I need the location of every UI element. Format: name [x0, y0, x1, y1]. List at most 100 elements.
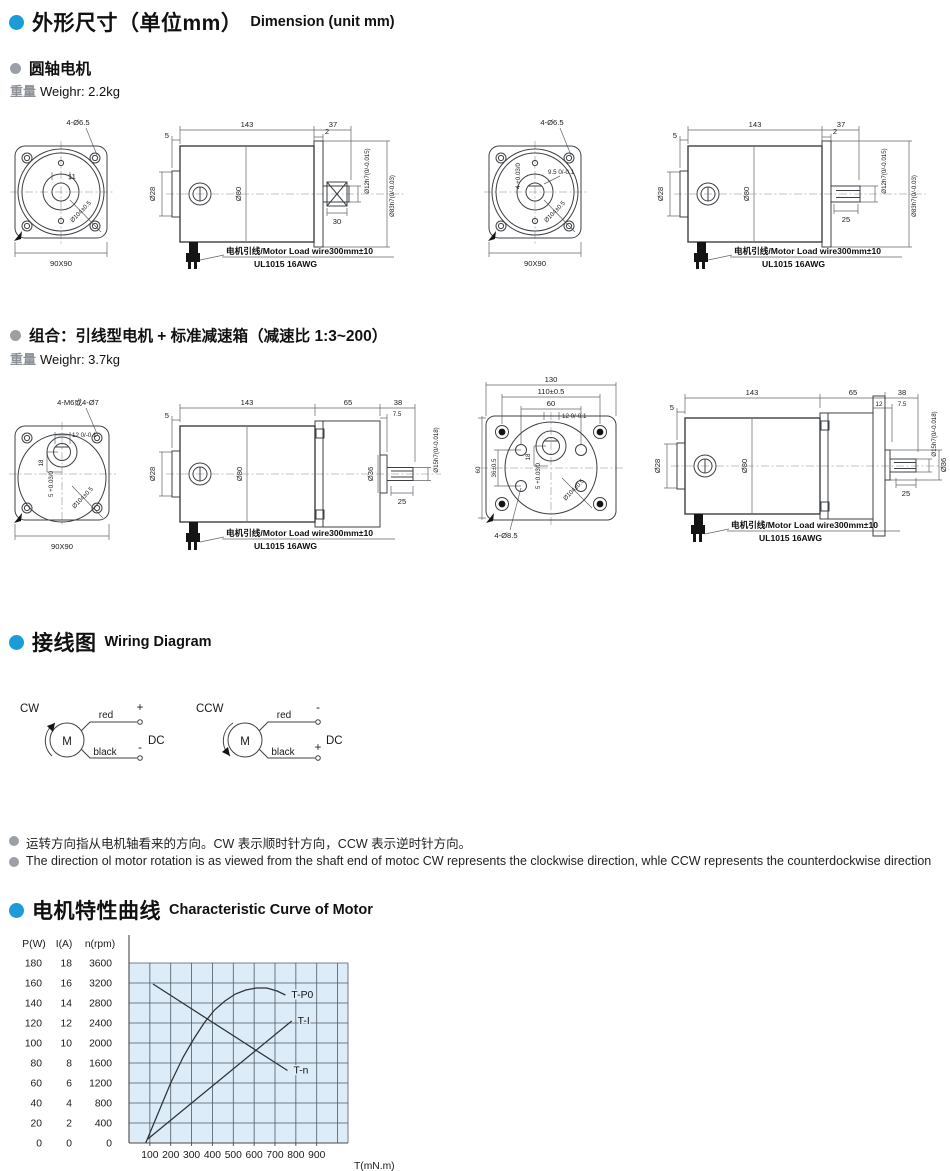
drawing-motor2-side: 143 37 5 2 Ø28 Ø80 25 Ø12h7(0/-0.015) Ø8…	[656, 120, 926, 269]
ccw-black-wire-label: black	[271, 747, 295, 758]
dim-key-5: 5 +0.03/0	[535, 462, 542, 489]
x-tick-label: 200	[162, 1150, 179, 1161]
blue-bullet-icon	[9, 14, 24, 30]
dim-60-top: 60	[547, 399, 555, 408]
gray-bullet-icon	[10, 329, 21, 341]
dim-75: 7.5	[898, 401, 907, 408]
round-shaft-subheader: 圆轴电机	[10, 57, 91, 79]
dim-d80: Ø80	[740, 459, 749, 473]
y-tick-label: 14	[61, 999, 73, 1010]
x-tick-label: 500	[225, 1150, 242, 1161]
wire-exit-arrow	[488, 231, 496, 241]
dim-shaft-37: 37	[837, 120, 845, 129]
dim-shaft-11: 11	[68, 172, 76, 181]
wire-note-zh: 电机引线/Motor Load wire300mm±10	[226, 245, 373, 256]
y-tick-label: 0	[36, 1139, 42, 1150]
cw-label: CW	[20, 703, 39, 715]
y-tick-label: 100	[25, 1039, 42, 1050]
dim-36: 36±0.5	[491, 458, 498, 477]
x-tick-label: 700	[266, 1150, 283, 1161]
dim-d28: Ø28	[653, 459, 662, 473]
terminal-plus[interactable]	[315, 755, 321, 761]
section-dimension-header: 外形尺寸（单位mm） Dimension (unit mm)	[9, 7, 395, 37]
y-tick-label: 40	[31, 1099, 43, 1110]
blue-bullet-icon	[9, 634, 24, 650]
wire-exit-arrow	[14, 231, 22, 241]
y-tick-label: 2	[66, 1119, 72, 1130]
y-tick-label: 180	[25, 959, 42, 970]
dim-shaft-37: 37	[329, 120, 337, 129]
dim-75: 7.5	[393, 411, 402, 418]
dim-body-143: 143	[241, 398, 254, 407]
weight-value: Weighr: 3.7kg	[40, 352, 120, 367]
series-label-T-n: T-n	[294, 1066, 309, 1077]
y-tick-label: 2400	[89, 1019, 112, 1030]
note-en: The direction ol motor rotation is as vi…	[9, 854, 944, 868]
x-tick-label: 900	[308, 1150, 325, 1161]
ccw-top-polarity: -	[316, 702, 320, 714]
dim-d28: Ø28	[148, 467, 157, 481]
terminal-minus[interactable]	[137, 755, 143, 761]
weight-label: 重量	[10, 84, 37, 99]
wire-note-spec: UL1015 16AWG	[759, 533, 822, 543]
dim-frame-90x90: 90X90	[51, 542, 73, 551]
dim-shaft-dia: Ø15h7(0/-0.018)	[931, 411, 938, 456]
dim-d36: Ø36	[366, 467, 375, 481]
section-title-zh: 外形尺寸（单位mm）	[32, 12, 243, 35]
cw-red-wire-label: red	[99, 710, 113, 721]
round-shaft-title: 圆轴电机	[29, 61, 92, 78]
y-tick-label: 0	[66, 1139, 72, 1150]
dim-110: 110±0.5	[538, 387, 565, 396]
y-axis-title: I(A)	[56, 939, 73, 950]
dim-frame-90x90: 90X90	[50, 259, 72, 268]
terminal-minus[interactable]	[315, 719, 321, 725]
wiring-ccw: CCW M red - black + DC	[196, 702, 343, 761]
drawing-motor1-front: 4-Ø6.5 11 Ø104±0.5 90X90	[10, 118, 113, 268]
dim-shaft-38: 38	[898, 388, 906, 397]
cw-bot-polarity: -	[138, 742, 142, 754]
dim-flange-2: 2	[325, 127, 329, 136]
ccw-label: CCW	[196, 703, 224, 715]
y-tick-label: 1600	[89, 1059, 112, 1070]
wire-note-zh: 电机引线/Motor Load wire300mm±10	[731, 519, 878, 530]
dim-body-143: 143	[749, 120, 762, 129]
y-tick-label: 1200	[89, 1079, 112, 1090]
dim-body-143: 143	[241, 120, 254, 129]
y-tick-label: 80	[31, 1059, 43, 1070]
dim-mount-holes: 4-M6或4-Ø7	[57, 397, 99, 407]
drawing-gearmotor2-side: 143 65 38 12 7.5 5 Ø28 Ø80 Ø36 25 Ø15h7(…	[653, 388, 948, 543]
wire-exit-arrow	[486, 513, 494, 523]
y-tick-label: 10	[61, 1039, 73, 1050]
drawing-gearmotor1-front: 4-M6或4-Ø7 12 0/-0.1 18 5 +0.03/0 Ø104±0.…	[9, 397, 116, 551]
dim-flat-25: 25	[842, 215, 850, 224]
combo-title: 组合：引线型电机 + 标准减速箱（减速比 1:3~200）	[29, 328, 388, 345]
dim-body-143: 143	[746, 388, 759, 397]
series-T-n	[152, 983, 288, 1072]
y-tick-label: 8	[66, 1059, 72, 1070]
y-tick-label: 140	[25, 999, 42, 1010]
dim-d80: Ø80	[234, 187, 243, 201]
dim-flat-25: 25	[902, 489, 910, 498]
section-curve-header: 电机特性曲线 Characteristic Curve of Motor	[9, 895, 373, 925]
y-tick-label: 18	[61, 959, 73, 970]
dim-d80: Ø80	[742, 187, 751, 201]
dim-shaft-dia: Ø12h7(0/-0.015)	[364, 148, 371, 193]
dim-shaft-dia: Ø12h7(0/-0.015)	[881, 148, 888, 193]
series-T-I	[147, 1020, 293, 1140]
dim-boss-5: 5	[165, 411, 169, 420]
drawing-motor2-front: 4-Ø6.5 4 +0.03/0 9.5 0/-0.1 Ø104±0.5 90X…	[484, 118, 587, 268]
weight-value: Weighr: 2.2kg	[40, 84, 120, 99]
dim-12: 12	[876, 401, 883, 408]
terminal-plus[interactable]	[137, 719, 143, 725]
dim-mount-holes: 4-Ø6.5	[66, 118, 89, 127]
y-tick-label: 4	[66, 1099, 72, 1110]
dim-boss-5: 5	[673, 131, 677, 140]
section-wiring-header: 接线图 Wiring Diagram	[9, 627, 212, 657]
motor-symbol: M	[240, 736, 250, 748]
y-tick-label: 16	[61, 979, 73, 990]
dim-flat-25: 25	[398, 497, 406, 506]
note-zh: 运转方向指从电机轴看来的方向。CW 表示顺时针方向，CCW 表示逆时针方向。	[9, 833, 929, 852]
dim-d28: Ø28	[148, 187, 157, 201]
dim-shaft-38: 38	[394, 398, 402, 407]
